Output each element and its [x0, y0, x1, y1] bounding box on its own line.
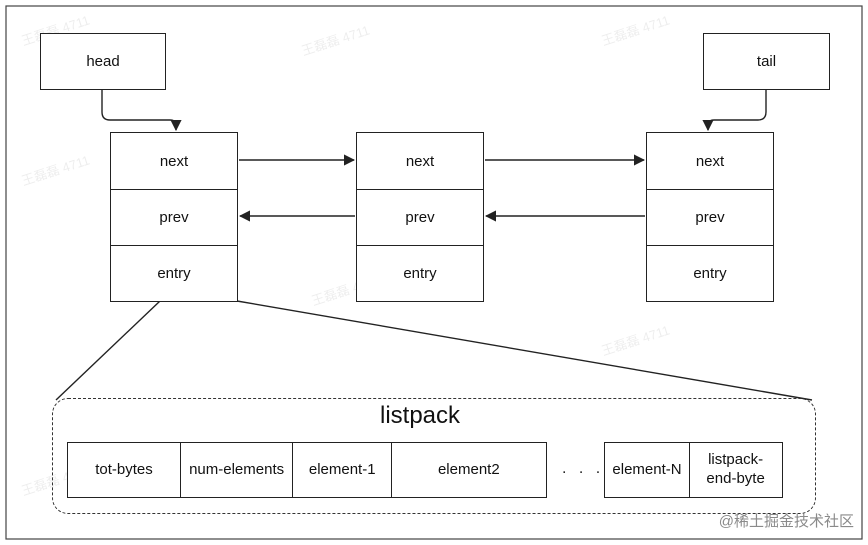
- node-entry-field: entry: [647, 245, 773, 301]
- quicklist-node-2: next prev entry: [356, 132, 484, 302]
- node-prev-field: prev: [357, 189, 483, 245]
- site-credit: @稀土掘金技术社区: [718, 513, 854, 530]
- listpack-cell: listpack- end-byte: [688, 442, 783, 498]
- outer-frame: [5, 5, 863, 540]
- node-prev-field: prev: [111, 189, 237, 245]
- quicklist-node-3: next prev entry: [646, 132, 774, 302]
- node-entry-field: entry: [357, 245, 483, 301]
- expand-line-left: [55, 300, 161, 401]
- listpack-container: [52, 398, 816, 514]
- head-box: head: [40, 33, 166, 90]
- head-pointer-arrow: [101, 90, 182, 132]
- node-prev-field: prev: [647, 189, 773, 245]
- listpack-tail-cells: element-N listpack- end-byte: [604, 442, 783, 498]
- tail-pointer-arrow: [702, 90, 767, 132]
- listpack-title: listpack: [379, 402, 461, 429]
- node-next-field: next: [695, 152, 725, 170]
- head-label: head: [86, 53, 120, 70]
- expand-line-right: [236, 300, 813, 401]
- listpack-cell: element-N: [604, 442, 690, 498]
- node-entry-field: entry: [111, 245, 237, 301]
- tail-box: tail: [703, 33, 830, 90]
- listpack-cell: num-elements: [179, 442, 294, 498]
- listpack-cells: tot-bytes num-elements element-1 element…: [67, 442, 547, 498]
- listpack-cell: element-1: [292, 442, 393, 498]
- listpack-cell: tot-bytes: [67, 442, 181, 498]
- tail-label: tail: [756, 53, 777, 70]
- listpack-cell: element2: [390, 442, 547, 498]
- node-next-field: next: [405, 152, 435, 170]
- node-next-field: next: [159, 152, 189, 170]
- quicklist-node-1: next prev entry: [110, 132, 238, 302]
- listpack-ellipsis: . . .: [562, 460, 605, 477]
